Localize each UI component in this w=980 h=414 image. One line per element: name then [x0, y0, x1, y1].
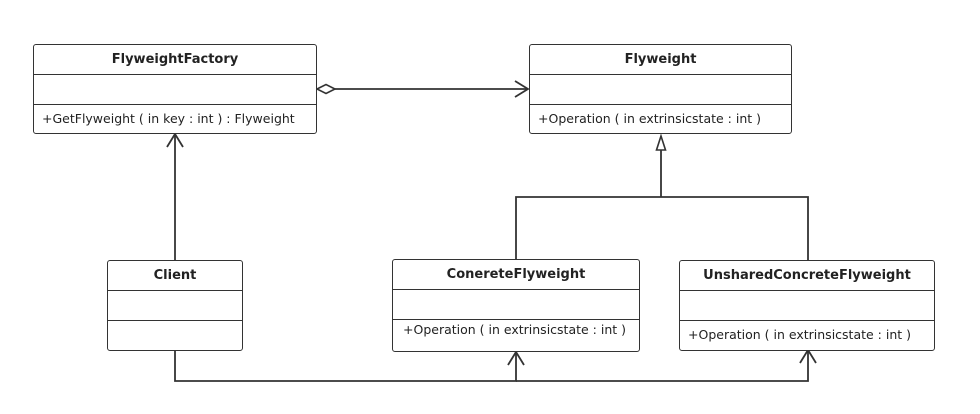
class-name: UnsharedConcreteFlyweight [680, 261, 934, 291]
operations-compartment [108, 321, 242, 327]
generalization-line-unshared [661, 196, 809, 260]
class-name: Client [108, 261, 242, 291]
attributes-compartment [108, 291, 242, 321]
flyweight-factory-class[interactable]: FlyweightFactory +GetFlyweight ( in key … [33, 44, 317, 134]
operation: +Operation ( in extrinsicstate : int ) [688, 327, 912, 342]
operation: +Operation ( in extrinsicstate : int ) [403, 322, 627, 337]
client-class[interactable]: Client [107, 260, 243, 351]
attributes-compartment [393, 290, 639, 320]
class-name: ConereteFlyweight [393, 260, 639, 290]
flyweight-class[interactable]: Flyweight +Operation ( in extrinsicstate… [529, 44, 792, 134]
client-factory-arrowhead [166, 132, 184, 148]
client-unshared-line [516, 350, 809, 382]
attributes-compartment [34, 75, 316, 105]
generalization-triangle [655, 133, 667, 151]
generalization-line-concrete [515, 196, 661, 259]
client-concrete-arrowhead [507, 350, 525, 366]
operation: +GetFlyweight ( in key : int ) : Flyweig… [42, 111, 295, 126]
operation: +Operation ( in extrinsicstate : int ) [538, 111, 762, 126]
aggregation-arrowhead [514, 80, 530, 98]
concrete-flyweight-class[interactable]: ConereteFlyweight +Operation ( in extrin… [392, 259, 640, 352]
attributes-compartment [530, 75, 791, 105]
client-concrete-line [174, 350, 517, 382]
unshared-concrete-flyweight-class[interactable]: UnsharedConcreteFlyweight +Operation ( i… [679, 260, 935, 351]
aggregation-diamond [315, 83, 337, 95]
class-name: Flyweight [530, 45, 791, 75]
attributes-compartment [680, 291, 934, 321]
class-name: FlyweightFactory [34, 45, 316, 75]
